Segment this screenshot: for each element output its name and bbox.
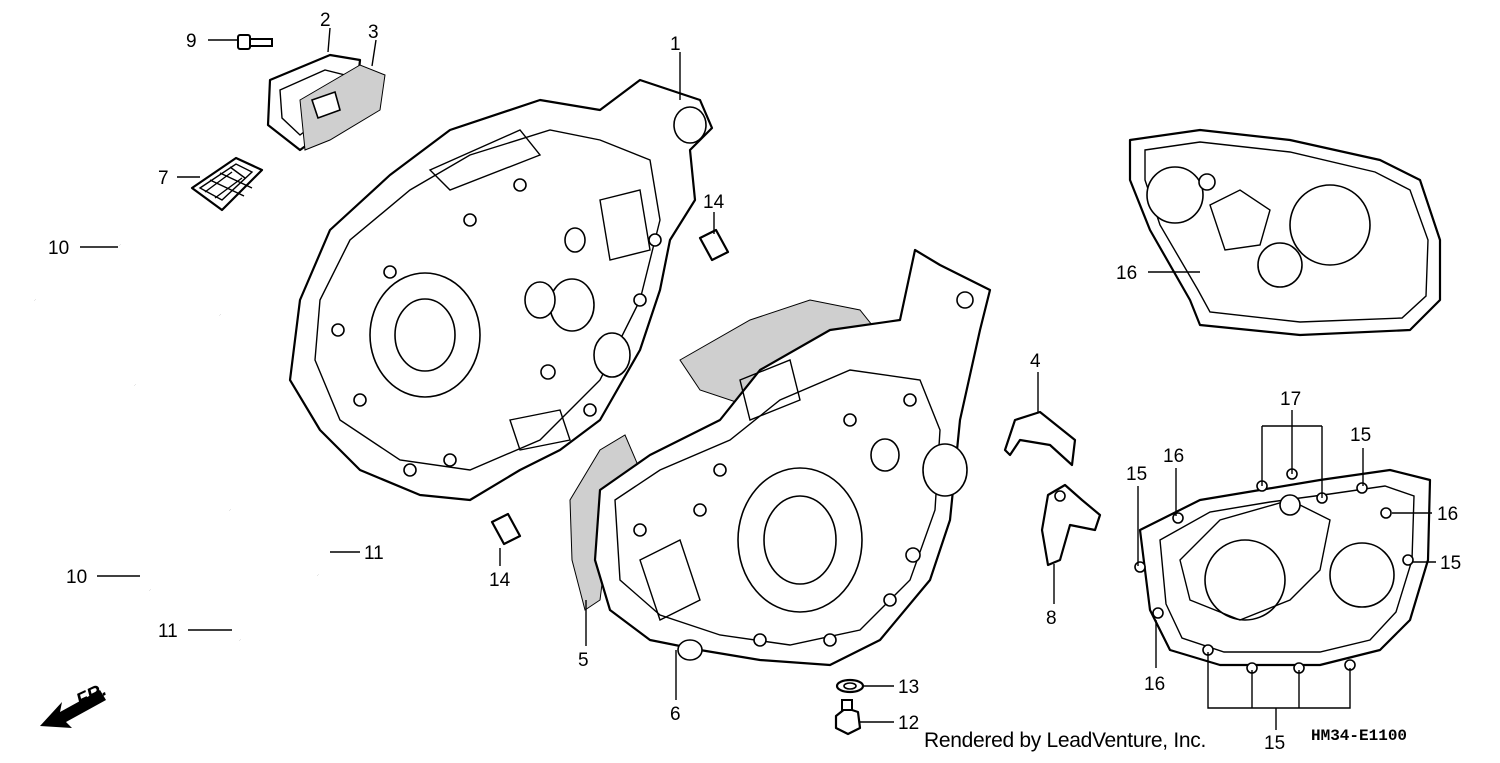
bracket-4 [1003,410,1077,467]
callout-11-lower: 11 [158,621,178,642]
callout-6: 6 [670,704,681,725]
callout-11-right: 11 [364,543,384,564]
callout-4: 4 [1030,351,1041,372]
callout-3: 3 [368,22,379,43]
sealing-washer [835,678,865,694]
front-direction-arrow: FR. [40,679,110,728]
callout-16-bottom: 16 [1144,674,1165,695]
oil-strainer-screen [190,156,264,212]
callout-16-upper-gasket: 16 [1116,263,1137,284]
diagram-reference-code: HM34-E1100 [1311,727,1408,745]
callout-7: 7 [158,168,169,189]
oil-separator-gasket [299,64,386,151]
callout-15-left: 15 [1126,464,1147,485]
bolt-9 [237,34,273,50]
bracket-8 [1040,483,1102,567]
callout-13: 13 [898,677,919,698]
callout-15-right: 15 [1440,553,1461,574]
callout-15-bottom: 15 [1264,733,1285,754]
callout-10-lower: 10 [66,567,87,588]
dowel-pin-upper [698,228,730,262]
drain-bolt [834,699,862,736]
callout-14-lower: 14 [489,570,511,591]
leader-lines [80,27,1436,730]
callout-14-upper: 14 [703,192,725,213]
stud-bolts [32,243,321,642]
callout-17: 17 [1280,389,1301,410]
callout-9: 9 [186,31,197,52]
callout-12: 12 [898,713,919,734]
rendered-by-watermark: Rendered by LeadVenture, Inc. [924,729,1207,752]
callout-1: 1 [670,34,681,55]
callout-2: 2 [320,10,331,31]
right-crankcase-half [593,248,992,667]
callout-8: 8 [1046,608,1057,629]
crankcase-cover-gasket [1128,128,1442,337]
callout-15-top: 15 [1350,425,1371,446]
callout-5: 5 [578,650,589,671]
callout-numbers: 1 2 3 4 5 6 7 8 9 10 10 11 11 12 13 14 1… [48,10,1461,754]
callout-16-top: 16 [1163,446,1184,467]
callout-10-upper: 10 [48,238,69,259]
dowel-pin-lower [490,512,522,546]
generator-cover-gasket [1134,468,1432,674]
left-crankcase-half [288,78,714,502]
callout-16-right: 16 [1437,504,1458,525]
